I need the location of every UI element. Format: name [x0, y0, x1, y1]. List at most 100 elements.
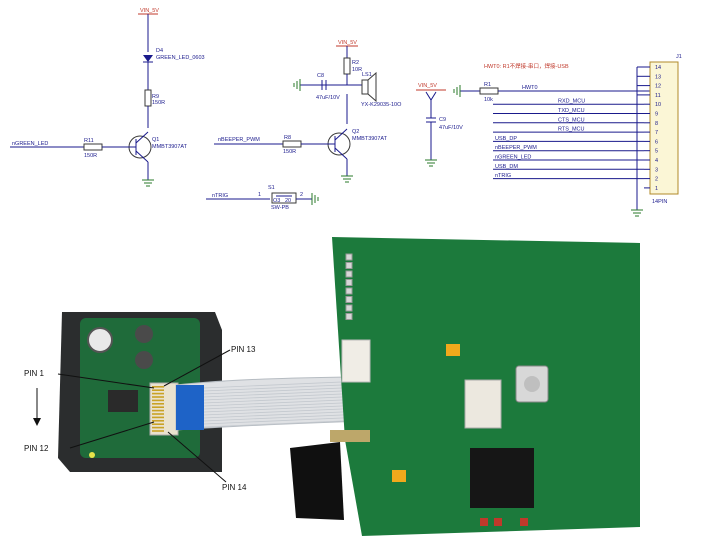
- c9-val: 47uF/10V: [439, 125, 463, 131]
- vin-label-left: VIN_5V: [140, 8, 159, 14]
- ribbon-stiffener-left: [176, 385, 204, 430]
- header-pad: [345, 270, 353, 278]
- q1-ref: Q1: [152, 137, 159, 143]
- leader-pin13: [163, 349, 231, 387]
- pin-net-label: nBEEPER_PWM: [495, 145, 537, 151]
- board-buzzer: [290, 442, 344, 520]
- engine-pin: [152, 386, 164, 388]
- pin-net-label: RXD_MCU: [558, 99, 585, 105]
- vin-label-mid: VIN_5V: [338, 40, 357, 46]
- engine-pin: [152, 406, 164, 408]
- board-buzzer-standoff: [330, 430, 370, 442]
- engine-pin: [152, 430, 164, 432]
- pin-number: 6: [655, 139, 658, 145]
- speaker-cone: [367, 71, 377, 103]
- board-fpc-connector: [464, 379, 502, 429]
- s1-part: SW-PB: [271, 205, 289, 211]
- pin-number: 1: [655, 186, 658, 192]
- engine-pin: [152, 426, 164, 429]
- r11-ref: R11: [84, 138, 94, 144]
- engine-pin: [152, 396, 164, 398]
- r2-ref: R2: [352, 60, 359, 66]
- pin-net-label: USB_DP: [495, 136, 517, 142]
- r2-val: 10R: [352, 67, 362, 73]
- engine-fpc-pins: [152, 386, 164, 432]
- c8-val: 47uF/10V: [316, 95, 340, 101]
- pin-number: 8: [655, 121, 658, 127]
- r8-val: 150R: [283, 149, 296, 155]
- net-beeper-label: nBEEPER_PWM: [218, 137, 260, 143]
- decoder-board-photo: [290, 237, 640, 536]
- ls1-ref: LS1: [362, 72, 372, 78]
- vin-arrow-right: [425, 91, 437, 101]
- s1-p4: 20: [285, 198, 291, 204]
- pin-number: 12: [655, 84, 661, 90]
- engine-pin: [152, 423, 164, 425]
- beeper-circuit: VIN_5V R2 10R C8 47uF/10V LS1 YX-K29035-…: [206, 40, 402, 211]
- engine-lens: [87, 327, 113, 353]
- q1-collector: [135, 131, 149, 144]
- leader-pin12: [69, 421, 155, 449]
- speaker-body: [361, 79, 369, 95]
- s1-p3: O3: [273, 198, 280, 204]
- pin-net-label: RTS_MCU: [558, 127, 585, 133]
- net-trig-label: nTRIG: [212, 193, 228, 199]
- connector-circuit: HWT0: R1不焊接-串口，焊接-USB VIN_5V C9 47uF/10V…: [416, 54, 682, 217]
- pin-annotations: PIN 1 PIN 12 PIN 13 PIN 14: [24, 345, 256, 492]
- pin-number: 11: [655, 93, 661, 99]
- switch-s1: [271, 192, 297, 204]
- engine-pin: [152, 420, 164, 422]
- engine-pin: [152, 416, 164, 419]
- board-button-cap: [524, 376, 540, 392]
- pin-net-label: TXD_MCU: [558, 108, 585, 114]
- led-symbol: [143, 55, 153, 62]
- pin-net-label: USB_DM: [495, 164, 518, 170]
- engine-indicator-led: [89, 452, 95, 458]
- engine-pin: [152, 399, 164, 402]
- pin-number: 9: [655, 112, 658, 118]
- j1-name: 14PIN: [652, 199, 667, 205]
- board-resistor-c: [520, 518, 528, 526]
- net-green-led-label: nGREEN_LED: [12, 141, 48, 147]
- header-pad: [345, 287, 353, 295]
- led-ref: D4: [156, 48, 163, 54]
- sw-pin1: 1: [258, 192, 261, 198]
- engine-chip: [108, 390, 138, 412]
- pin-number: 4: [655, 158, 658, 164]
- r11-val: 150R: [84, 153, 97, 159]
- r9-ref: R9: [152, 94, 159, 100]
- header-pad: [345, 313, 353, 320]
- board-tantalum-cap: [446, 344, 460, 356]
- label-pin1: PIN 1: [24, 369, 45, 378]
- engine-pin: [152, 389, 164, 391]
- led-name: GREEN_LED_0603: [156, 55, 205, 61]
- header-pad: [345, 253, 353, 261]
- q2-ref: Q2: [352, 129, 359, 135]
- pin-number: 3: [655, 167, 658, 173]
- q2-emitter: [334, 147, 348, 160]
- pin-net-label: nTRIG: [495, 173, 511, 179]
- hwt0-net: HWT0: [522, 85, 538, 91]
- pin-number: 5: [655, 149, 658, 155]
- resistor-r1: [479, 87, 499, 95]
- header-pad: [345, 296, 353, 303]
- engine-fpc-connector: [149, 382, 179, 436]
- s1-ref: S1: [268, 185, 275, 191]
- leader-pin14: [167, 431, 227, 483]
- pin-net-label: CTS_MCU: [558, 117, 585, 123]
- c8-ref: C8: [317, 73, 324, 79]
- connector-pin-rows: 1413121110RXD_MCU9TXD_MCU8CTS_MCU7RTS_MC…: [493, 65, 661, 192]
- led-driver-circuit: VIN_5V D4 GREEN_LED_0603 R9 150R Q1 MMBT…: [10, 8, 205, 187]
- c9-ref: C9: [439, 117, 446, 123]
- board-tantalum-cap-2: [392, 470, 406, 482]
- engine-pin: [152, 413, 164, 415]
- header-pad: [345, 262, 353, 269]
- j1-ref: J1: [676, 54, 682, 60]
- resistor-r11: [83, 143, 103, 151]
- header-pad: [345, 304, 353, 312]
- resistor-r2: [343, 57, 351, 75]
- pin-net-label: nGREEN_LED: [495, 155, 531, 161]
- pin-number: 13: [655, 74, 661, 80]
- leader-pin1: [57, 373, 155, 389]
- q1-part: MMBT3907AT: [152, 144, 188, 150]
